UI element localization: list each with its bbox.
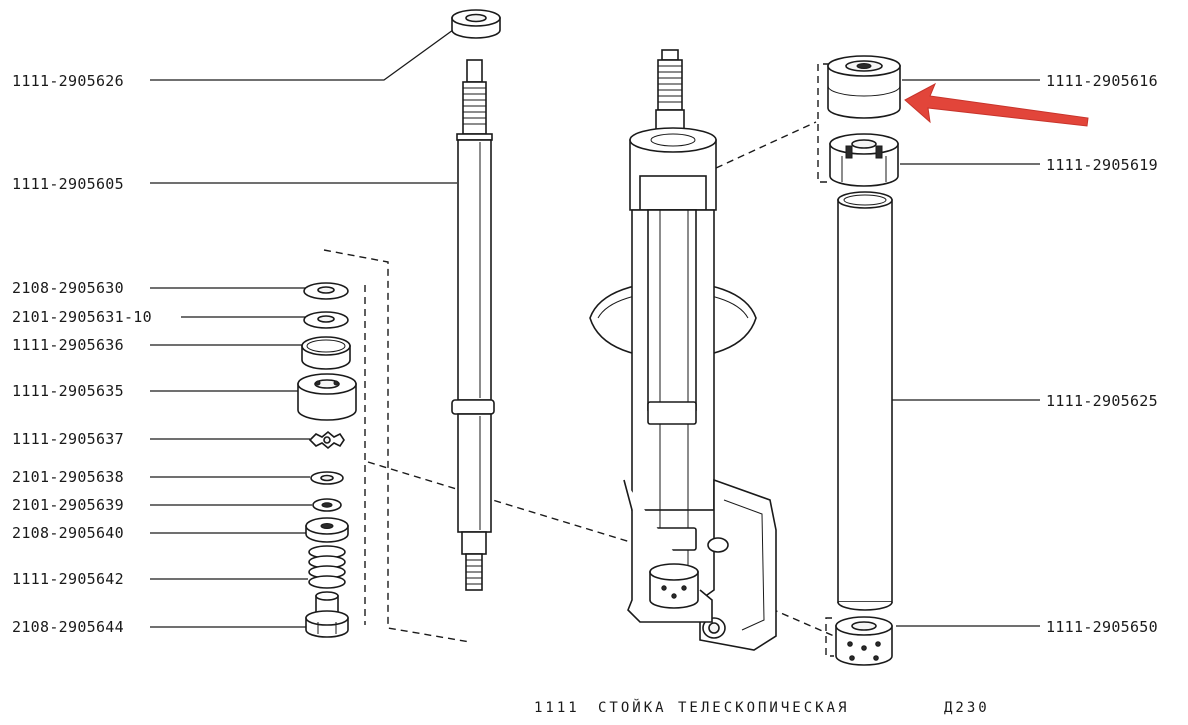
top-washer xyxy=(451,9,501,39)
diagram-caption: 1111 СТОЙКА ТЕЛЕСКОПИЧЕСКАЯ Д230 xyxy=(534,698,990,716)
caption-model: 1111 xyxy=(534,700,580,716)
label-1111-2905636: 1111-2905636 xyxy=(12,336,124,354)
dashed-to-mount xyxy=(715,121,817,169)
label-1111-2905625: 1111-2905625 xyxy=(1046,392,1158,410)
part-1111-2905642 xyxy=(308,545,346,589)
red-arrow-icon xyxy=(904,82,1089,127)
rod-thread xyxy=(462,81,487,135)
leader-1111-2905626 xyxy=(150,29,454,81)
piston-rod xyxy=(451,9,501,591)
label-1111-2905616: 1111-2905616 xyxy=(1046,72,1158,90)
dashed-bracket-left xyxy=(323,249,471,643)
part-2108-2905630 xyxy=(303,282,349,300)
rod-top-tip xyxy=(466,59,483,83)
label-2108-2905630: 2108-2905630 xyxy=(12,279,124,297)
label-2108-2905644: 2108-2905644 xyxy=(12,618,124,636)
dashed-bracket-top-right xyxy=(817,63,832,183)
leader-lines xyxy=(150,29,1040,628)
part-2101-2905639 xyxy=(312,498,342,512)
rod-lower xyxy=(457,413,492,533)
strut-lower-nut xyxy=(649,563,699,609)
label-2101-2905638: 2101-2905638 xyxy=(12,468,124,486)
part-2101-2905638 xyxy=(310,471,344,485)
label-1111-2905605: 1111-2905605 xyxy=(12,175,124,193)
left-label-group: 1111-2905626 1111-2905605 2108-2905630 2… xyxy=(12,72,152,636)
caption-code: Д230 xyxy=(944,700,990,716)
strut-assembly xyxy=(589,49,777,651)
part-1111-2905650 xyxy=(835,616,893,666)
part-2108-2905644 xyxy=(305,591,349,638)
caption-title: СТОЙКА ТЕЛЕСКОПИЧЕСКАЯ xyxy=(598,698,849,716)
part-1111-2905616 xyxy=(827,55,901,119)
part-1111-2905635 xyxy=(297,373,357,421)
label-2101-2905631-10: 2101-2905631-10 xyxy=(12,308,152,326)
strut-knuckle-bracket xyxy=(699,478,777,651)
label-1111-2905635: 1111-2905635 xyxy=(12,382,124,400)
part-2101-2905631-10 xyxy=(303,311,349,329)
label-1111-2905650: 1111-2905650 xyxy=(1046,618,1158,636)
label-1111-2905637: 1111-2905637 xyxy=(12,430,124,448)
label-2101-2905639: 2101-2905639 xyxy=(12,496,124,514)
rod-body xyxy=(457,139,492,401)
strut-rod-tip xyxy=(661,49,679,61)
part-1111-2905637 xyxy=(308,430,345,450)
dashed-to-strut xyxy=(367,461,651,549)
part-1111-2905625 xyxy=(837,191,893,611)
rod-piston-band xyxy=(451,399,495,415)
right-label-group: 1111-2905616 1111-2905619 1111-2905625 1… xyxy=(1046,72,1158,636)
part-2108-2905640 xyxy=(305,517,349,543)
dashed-bracket-bottom-right xyxy=(825,617,834,657)
label-1111-2905626: 1111-2905626 xyxy=(12,72,124,90)
label-2108-2905640: 2108-2905640 xyxy=(12,524,124,542)
label-1111-2905642: 1111-2905642 xyxy=(12,570,124,588)
rod-neck xyxy=(461,531,487,555)
part-1111-2905619 xyxy=(829,133,899,187)
label-1111-2905619: 1111-2905619 xyxy=(1046,156,1158,174)
parts-stack xyxy=(297,282,357,638)
part-1111-2905636 xyxy=(301,336,351,370)
